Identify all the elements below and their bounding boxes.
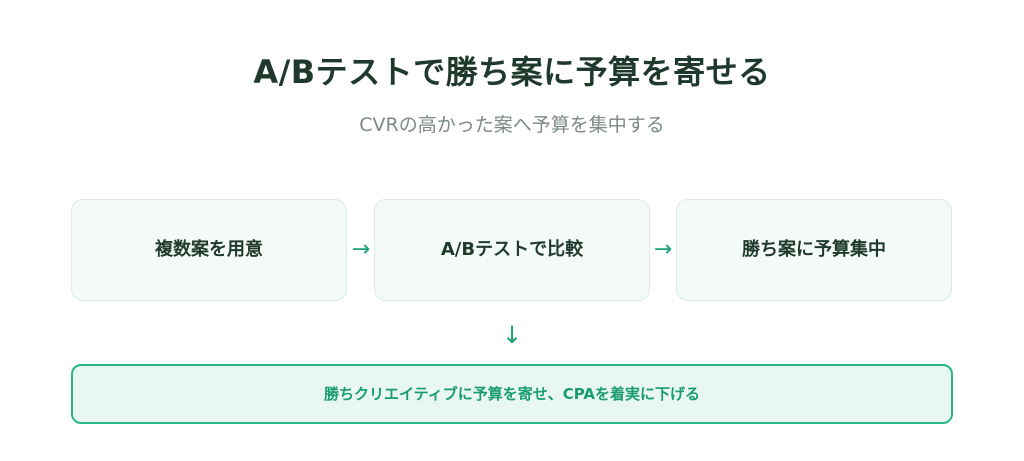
arrow-right-icon: → — [653, 237, 673, 262]
step-box-ab-compare: A/Bテストで比較 — [374, 199, 650, 301]
arrow-down-icon: ↓ — [501, 321, 523, 349]
step-label-ab-compare: A/Bテストで比較 — [440, 239, 584, 260]
arrow-right-icon: → — [351, 237, 371, 262]
diagram-subtitle: CVRの高かった案へ予算を集中する — [359, 114, 665, 136]
result-label: 勝ちクリエイティブに予算を寄せ、CPAを着実に下げる — [323, 385, 701, 403]
diagram-title: A/Bテストで勝ち案に予算を寄せる — [253, 53, 771, 91]
result-box: 勝ちクリエイティブに予算を寄せ、CPAを着実に下げる — [71, 364, 953, 424]
step-label-focus-budget: 勝ち案に予算集中 — [742, 239, 886, 260]
step-label-prepare-variants: 複数案を用意 — [155, 239, 263, 260]
step-box-prepare-variants: 複数案を用意 — [71, 199, 347, 301]
step-box-focus-budget: 勝ち案に予算集中 — [676, 199, 952, 301]
